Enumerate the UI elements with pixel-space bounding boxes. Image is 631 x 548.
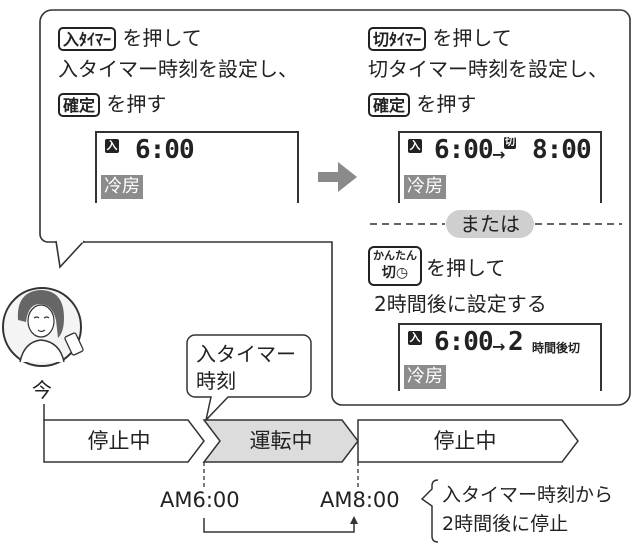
- right-instruction-line2: 切タイマー時刻を設定し、: [368, 57, 608, 81]
- left-line1-text: を押して: [122, 26, 202, 50]
- timeline-segment-3: [357, 419, 579, 463]
- note-bracket: [420, 479, 439, 543]
- left-instruction-line1: 入ﾀｲﾏｰ を押して: [58, 26, 202, 51]
- off-timer-badge-icon: 切: [504, 137, 516, 149]
- callout-line2: 時刻: [196, 369, 236, 393]
- left-line3-text: を押す: [106, 92, 167, 116]
- callout-bubble: [186, 334, 312, 423]
- timeline-segment-1: [43, 419, 205, 463]
- mode-label: 冷房: [404, 175, 446, 199]
- hours-later-off-label: 時間後切: [532, 341, 581, 355]
- speech-bubble-tail: [55, 240, 85, 269]
- arrow-small-icon: →: [492, 145, 506, 164]
- now-label: 今: [32, 378, 52, 402]
- confirm-button[interactable]: 確定: [58, 93, 101, 117]
- or-label: または: [446, 210, 534, 238]
- clock-icon: ◷: [395, 265, 409, 281]
- mode-label: 冷房: [101, 175, 143, 199]
- right-instruction-line3: 確定 を押す: [368, 92, 476, 117]
- start-time-label: AM6:00: [160, 488, 240, 512]
- easy-off-label-bottom: 切◷: [381, 265, 409, 281]
- off-timer-button[interactable]: 切ﾀｲﾏｰ: [368, 27, 427, 51]
- mode-label: 冷房: [404, 365, 446, 389]
- on-timer-button[interactable]: 入ﾀｲﾏｰ: [58, 27, 117, 51]
- right-line1-text: を押して: [432, 26, 512, 50]
- speech-bubble-outline: [39, 9, 631, 406]
- right-instruction-line1: 切ﾀｲﾏｰ を押して: [368, 26, 512, 51]
- segment-label-stopped-2: 停止中: [433, 429, 497, 453]
- arrow-small-icon: →: [492, 337, 506, 356]
- timeline-segment-2: [202, 419, 359, 463]
- left-instruction-line3: 確定 を押す: [58, 92, 166, 117]
- end-time-label: AM8:00: [320, 488, 400, 512]
- left-instruction-line2: 入タイマー時刻を設定し、: [58, 57, 298, 81]
- on-timer-badge-icon: 入: [408, 139, 422, 153]
- on-time-readout: 6:00: [434, 327, 494, 357]
- note-line1: 入タイマー時刻から: [442, 484, 614, 506]
- arrow-right-icon: [318, 162, 357, 192]
- right-lcd-display: 入 6:00 → 切 8:00 冷房: [398, 131, 602, 203]
- note-line2: 2時間後に停止: [442, 513, 569, 535]
- on-timer-badge-icon: 入: [105, 139, 119, 153]
- alt-lcd-display: 入 6:00 → 2 時間後切 冷房: [398, 323, 602, 391]
- on-time-readout: 6:00: [135, 135, 195, 165]
- confirm-button-right[interactable]: 確定: [368, 93, 411, 117]
- hours-readout: 2: [508, 327, 524, 357]
- alt-instruction-line1: を押して: [426, 256, 506, 280]
- segment-label-running: 運転中: [249, 429, 313, 453]
- on-time-readout: 6:00: [434, 135, 494, 165]
- right-line3-text: を押す: [416, 92, 477, 116]
- duration-bracket: [203, 518, 355, 533]
- person-avatar-icon: [2, 287, 84, 367]
- easy-off-label-top: かんたん: [373, 249, 417, 262]
- segment-label-stopped-1: 停止中: [87, 429, 151, 453]
- easy-off-button[interactable]: かんたん 切◷: [368, 246, 422, 286]
- alt-instruction-line2: 2時間後に設定する: [374, 292, 547, 316]
- callout-line1: 入タイマー: [196, 342, 296, 366]
- off-time-readout: 8:00: [532, 135, 592, 165]
- on-timer-badge-icon: 入: [408, 331, 422, 345]
- left-lcd-display: 入 6:00 冷房: [95, 131, 299, 203]
